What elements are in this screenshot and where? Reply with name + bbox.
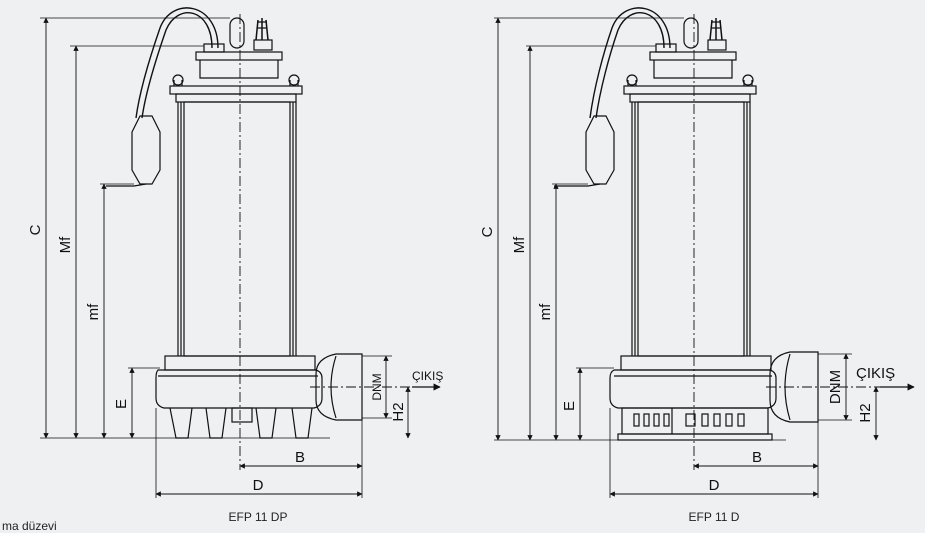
label-b: B: [295, 449, 305, 466]
label-d: D: [253, 477, 264, 494]
label-h2: H2: [390, 402, 407, 421]
motor-body: [631, 101, 751, 357]
caption-efp-11-d: EFP 11 D: [689, 510, 740, 524]
label-dnm: DNM: [370, 373, 384, 400]
pump-volute: [609, 351, 819, 441]
label-outlet: ÇIKIŞ: [412, 369, 443, 383]
float-switch: [131, 115, 161, 185]
label-b: B: [752, 449, 762, 466]
label-outlet: ÇIKIŞ: [856, 365, 895, 382]
label-e: E: [561, 401, 578, 411]
float-switch: [585, 115, 615, 185]
pump-volute: [155, 353, 363, 439]
power-cable: [589, 7, 699, 119]
power-cable: [135, 7, 245, 119]
label-e: E: [113, 399, 130, 409]
note-text: ma düzevi: [2, 519, 57, 533]
motor-top: [169, 18, 303, 103]
label-dnm: DNM: [827, 370, 844, 404]
label-mf-upper: Mf: [57, 236, 74, 253]
label-c: C: [27, 224, 44, 235]
drawing-efp-11-d: [494, 7, 915, 498]
label-d: D: [709, 477, 720, 494]
motor-top: [623, 18, 757, 103]
motor-body: [177, 101, 297, 357]
label-mf-upper: Mf: [511, 236, 528, 253]
caption-efp-11-dp: EFP 11 DP: [229, 510, 288, 524]
label-mf-lower: mf: [537, 303, 554, 320]
label-mf-lower: mf: [85, 303, 102, 320]
drawing-efp-11-dp: [40, 7, 441, 498]
label-c: C: [479, 226, 496, 237]
label-h2: H2: [857, 403, 874, 422]
